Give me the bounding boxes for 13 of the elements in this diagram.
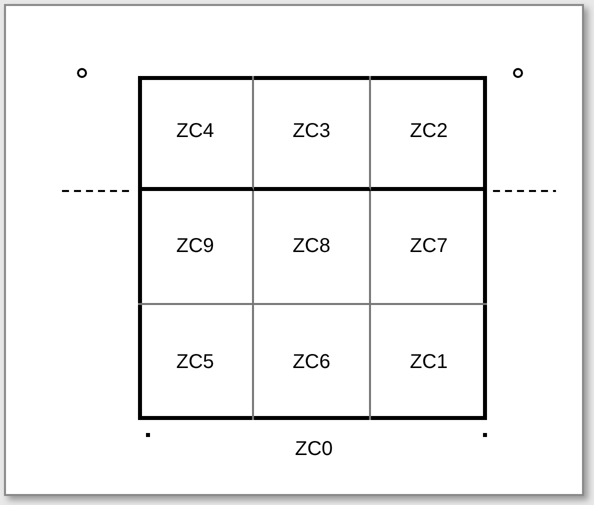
cell-label: ZC1 — [410, 351, 448, 374]
cell-label: ZC9 — [176, 235, 214, 258]
grid-cell — [254, 190, 371, 306]
cell-label: ZC7 — [410, 235, 448, 258]
grid-cell — [138, 190, 254, 306]
cell-label: ZC4 — [176, 120, 214, 143]
zone-label: ZC0 — [295, 438, 333, 461]
cell-label: ZC3 — [292, 120, 330, 143]
grid-cell — [254, 76, 371, 191]
cell-label: ZC5 — [176, 351, 214, 374]
cell-label: ZC8 — [292, 235, 330, 258]
cell-label: ZC2 — [410, 120, 448, 143]
cell-label: ZC6 — [292, 351, 330, 374]
